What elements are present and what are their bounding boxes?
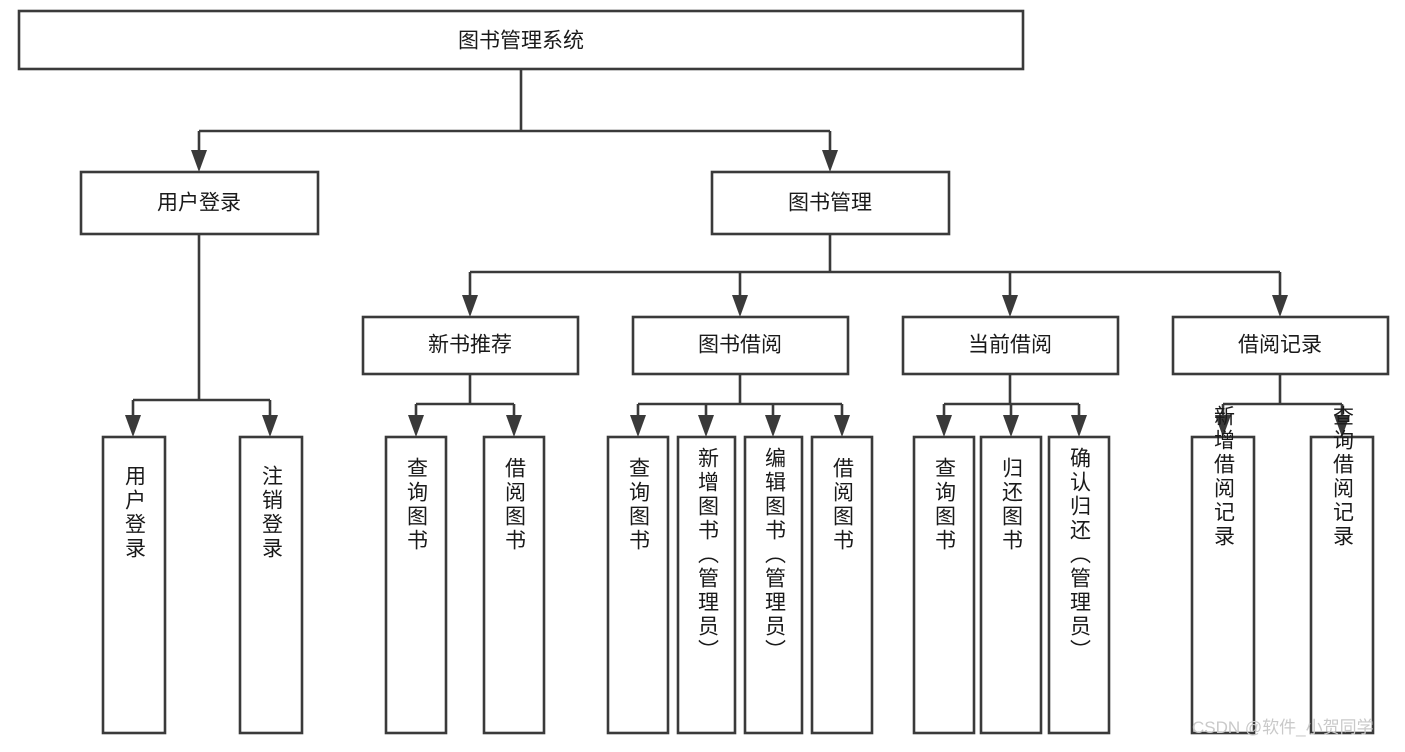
node-leaf-user-login[interactable]: 用户登录	[101, 435, 167, 735]
arrow-head-leaf-add-book	[698, 415, 714, 437]
node-borrow-record[interactable]: 借阅记录	[1171, 315, 1390, 376]
node-leaf-add-book-label: 新增图书（管理员）	[696, 447, 720, 663]
arrow-head-leaf-query-book-3	[936, 415, 952, 437]
arrow-head-book-manage	[822, 150, 838, 172]
node-current-borrow[interactable]: 当前借阅	[901, 315, 1120, 376]
node-leaf-borrow-book-1-label: 借阅图书	[503, 457, 527, 553]
node-leaf-user-login-box[interactable]	[101, 435, 167, 735]
node-leaf-add-record-label: 新增借阅记录	[1212, 405, 1236, 549]
node-leaf-add-record-box[interactable]	[1190, 435, 1256, 735]
node-user-login[interactable]: 用户登录	[79, 170, 320, 236]
node-leaf-query-book-2-box[interactable]	[606, 435, 670, 735]
node-leaf-user-logout[interactable]: 注销登录	[238, 435, 304, 735]
node-leaf-query-book-3-box[interactable]	[912, 435, 976, 735]
node-leaf-query-record[interactable]: 查询借阅记录	[1309, 405, 1375, 735]
node-book-manage-label: 图书管理	[788, 192, 872, 215]
arrow-head-current-borrow	[1002, 295, 1018, 317]
connector-layer	[125, 69, 1350, 437]
arrow-head-leaf-borrow-book-1	[506, 415, 522, 437]
node-current-borrow-box[interactable]	[901, 315, 1120, 376]
node-leaf-query-book-2-label: 查询图书	[627, 457, 651, 553]
arrow-head-user-login	[191, 150, 207, 172]
node-book-manage[interactable]: 图书管理	[710, 170, 951, 236]
node-leaf-query-record-label: 查询借阅记录	[1331, 405, 1355, 549]
node-leaf-query-book-1-box[interactable]	[384, 435, 448, 735]
node-leaf-user-logout-box[interactable]	[238, 435, 304, 735]
arrow-head-leaf-query-record	[1334, 415, 1350, 437]
node-leaf-borrow-book-1-box[interactable]	[482, 435, 546, 735]
arrow-head-leaf-confirm-return	[1071, 415, 1087, 437]
arrow-head-leaf-add-record	[1215, 415, 1231, 437]
node-leaf-return-book[interactable]: 归还图书	[979, 435, 1043, 735]
node-leaf-add-book[interactable]: 新增图书（管理员）	[676, 435, 737, 735]
node-root-label: 图书管理系统	[458, 30, 584, 53]
node-leaf-borrow-book-2-box[interactable]	[810, 435, 874, 735]
arrow-head-borrow-record	[1272, 295, 1288, 317]
node-leaf-add-record[interactable]: 新增借阅记录	[1190, 405, 1256, 735]
node-book-borrow-box[interactable]	[631, 315, 850, 376]
arrow-head-book-borrow	[732, 295, 748, 317]
node-leaf-add-book-box[interactable]	[676, 435, 737, 735]
arrow-head-leaf-user-login	[125, 415, 141, 437]
node-current-borrow-label: 当前借阅	[968, 334, 1052, 357]
node-leaf-query-book-2[interactable]: 查询图书	[606, 435, 670, 735]
node-leaf-edit-book[interactable]: 编辑图书（管理员）	[743, 435, 804, 735]
node-leaf-query-book-3[interactable]: 查询图书	[912, 435, 976, 735]
watermark-label: CSDN @软件_小贺同学	[1192, 718, 1374, 737]
node-leaf-confirm-return-label: 确认归还（管理员）	[1068, 447, 1092, 663]
node-new-book-rec-box[interactable]	[361, 315, 580, 376]
node-user-login-label: 用户登录	[157, 192, 241, 215]
arrow-head-leaf-return-book	[1003, 415, 1019, 437]
node-leaf-query-record-box[interactable]	[1309, 435, 1375, 735]
node-leaf-borrow-book-1[interactable]: 借阅图书	[482, 435, 546, 735]
node-leaf-borrow-book-2[interactable]: 借阅图书	[810, 435, 874, 735]
node-root-box[interactable]	[17, 9, 1025, 71]
node-new-book-rec[interactable]: 新书推荐	[361, 315, 580, 376]
node-leaf-return-book-label: 归还图书	[1000, 457, 1024, 553]
arrow-head-leaf-borrow-book-2	[834, 415, 850, 437]
node-book-manage-box[interactable]	[710, 170, 951, 236]
node-leaf-confirm-return-box[interactable]	[1047, 435, 1111, 735]
node-new-book-rec-label: 新书推荐	[428, 334, 512, 357]
node-root[interactable]: 图书管理系统	[17, 9, 1025, 71]
node-book-borrow-label: 图书借阅	[698, 334, 782, 357]
node-leaf-borrow-book-2-label: 借阅图书	[831, 457, 855, 553]
node-leaf-user-logout-label: 注销登录	[260, 465, 284, 561]
arrow-head-leaf-user-logout	[262, 415, 278, 437]
node-leaf-query-book-1-label: 查询图书	[405, 457, 429, 553]
arrow-head-leaf-query-book-2	[630, 415, 646, 437]
node-leaf-return-book-box[interactable]	[979, 435, 1043, 735]
arrow-head-leaf-query-book-1	[408, 415, 424, 437]
node-user-login-box[interactable]	[79, 170, 320, 236]
node-leaf-edit-book-box[interactable]	[743, 435, 804, 735]
node-leaf-query-book-3-label: 查询图书	[933, 457, 957, 553]
node-borrow-record-box[interactable]	[1171, 315, 1390, 376]
arrow-head-leaf-edit-book	[765, 415, 781, 437]
node-book-borrow[interactable]: 图书借阅	[631, 315, 850, 376]
node-leaf-user-login-label: 用户登录	[123, 465, 147, 561]
node-borrow-record-label: 借阅记录	[1238, 334, 1322, 357]
node-leaf-edit-book-label: 编辑图书（管理员）	[763, 447, 787, 663]
node-leaf-query-book-1[interactable]: 查询图书	[384, 435, 448, 735]
arrow-head-new-book-rec	[462, 295, 478, 317]
node-leaf-confirm-return[interactable]: 确认归还（管理员）	[1047, 435, 1111, 735]
